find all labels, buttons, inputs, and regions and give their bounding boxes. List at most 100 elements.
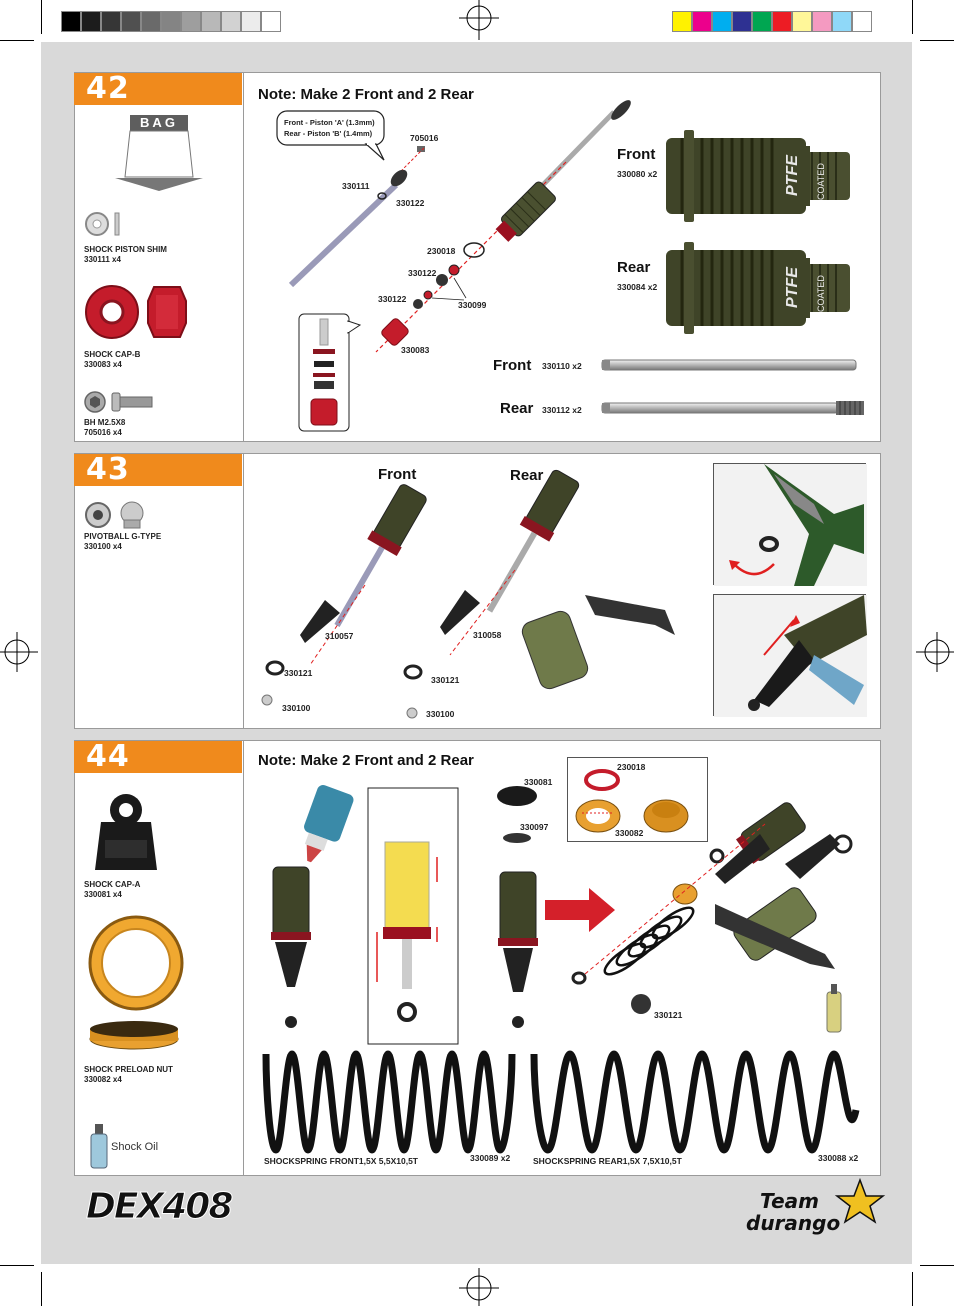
color-swatch [672,11,692,32]
dex408-logo-text: DEX408 [86,1186,232,1227]
part-name-screw: BH M2.5X8 [84,418,126,427]
step-44-note: Note: Make 2 Front and 2 Rear [258,752,474,769]
step-43-number: 43 [74,454,242,486]
label-330121-44: 330121 [654,1010,683,1020]
part-code-shim: 330111 x4 [84,255,121,264]
oil-fill-diagram [271,785,538,1045]
label-330083: 330083 [401,345,430,355]
color-swatch [712,11,732,32]
rear-shaft [601,401,864,415]
shock-exploded-diagram [288,100,631,353]
registration-mark-left [0,632,38,672]
team-logo-line1: Team [760,1189,819,1213]
label-330121a: 330121 [284,668,313,678]
registration-mark-right [916,632,954,672]
color-swatch [241,11,261,32]
color-swatch [732,11,752,32]
bag-label: BAG [140,115,178,130]
shock-cap-a-icon [95,794,157,870]
label-230018: 230018 [427,246,456,256]
rear-body-code: 330084 x2 [617,282,658,292]
photo-pliers-rod-end [713,463,867,586]
label-330099: 330099 [458,300,487,310]
spring-front-label: SHOCKSPRING FRONT1,5X 5,5X10,5T [264,1156,418,1166]
label-330081: 330081 [524,777,553,787]
bag-icon [115,115,203,191]
front-shaft [601,359,857,371]
gray-color-bar [61,11,282,32]
part-code-preload-nut: 330082 x4 [84,1075,122,1084]
step-43-front-label: Front [378,466,417,483]
registration-mark-top [459,0,499,40]
cap-b-icon [85,285,187,339]
screw-icon [84,391,153,413]
label-705016: 705016 [410,133,439,143]
part-name-shim: SHOCK PISTON SHIM [84,245,167,254]
step-44-number: 44 [74,741,242,773]
pivotball-icon [85,501,144,529]
color-swatch [852,11,872,32]
spring-rear-code: 330088 x2 [818,1153,859,1163]
color-swatch [201,11,221,32]
label-230018-44: 230018 [617,762,646,772]
label-330122a: 330122 [396,198,425,208]
shim-icon [85,212,120,236]
callout-line1: Front - Piston 'A' (1.3mm) [284,118,375,127]
label-330111: 330111 [342,181,370,191]
color-swatch [101,11,121,32]
preload-nut-icon [88,915,184,1050]
color-swatch [121,11,141,32]
label-330122c: 330122 [378,294,407,304]
color-swatch [261,11,281,32]
shaft-front-label: Front [493,357,532,374]
label-330122b: 330122 [408,268,437,278]
rear-shock-body [666,242,850,334]
color-swatch [832,11,852,32]
rear-coating-sub: COATED [816,275,826,312]
part-code-screw: 705016 x4 [84,428,122,437]
rear-coating-text: PTFE [784,267,801,308]
dex408-logo: DEX408 [86,1186,235,1228]
step-43-rear-label: Rear [510,467,544,484]
color-swatch [81,11,101,32]
rear-body-label: Rear [617,259,651,276]
shaft-front-code: 330110 x2 [542,361,582,371]
spring-front-code: 330089 x2 [470,1153,511,1163]
shaft-rear-code: 330112 x2 [542,405,582,415]
part-name-preload-nut: SHOCK PRELOAD NUT [84,1065,173,1074]
registration-mark-bottom [459,1268,499,1306]
spring-install-diagram [545,802,853,1033]
part-name-pivotball: PIVOTBALL G-TYPE [84,532,162,541]
label-310058: 310058 [473,630,502,640]
team-logo-line2: durango [746,1211,840,1235]
part-name-cap-b: SHOCK CAP-B [84,350,141,359]
color-swatch [792,11,812,32]
front-shock-body [666,130,850,222]
step-42-number: 42 [74,73,242,105]
front-spring [262,1050,516,1154]
color-swatch [161,11,181,32]
label-330100b: 330100 [426,709,455,719]
shaft-rear-label: Rear [500,400,534,417]
part-code-cap-b: 330083 x4 [84,360,122,369]
team-durango-logo: Team durango [746,1177,886,1235]
part-code-cap-a: 330081 x4 [84,890,122,899]
step-43-shock-assembly [261,469,675,719]
front-body-label: Front [617,146,656,163]
label-330121b: 330121 [431,675,460,685]
label-310057: 310057 [325,631,354,641]
step-43-left-panel [74,453,243,729]
shock-oil-label: Shock Oil [111,1141,159,1153]
front-coating-sub: COATED [816,163,826,200]
color-swatch [772,11,792,32]
part-code-pivotball: 330100 x4 [84,542,122,551]
callout-line2: Rear - Piston 'B' (1.4mm) [284,129,373,138]
color-swatch [141,11,161,32]
cmyk-color-bar [672,11,872,32]
color-swatch [61,11,81,32]
color-swatch [752,11,772,32]
step-42-note: Note: Make 2 Front and 2 Rear [258,86,474,103]
part-name-cap-a: SHOCK CAP-A [84,880,141,889]
shock-oil-icon [90,1124,108,1169]
